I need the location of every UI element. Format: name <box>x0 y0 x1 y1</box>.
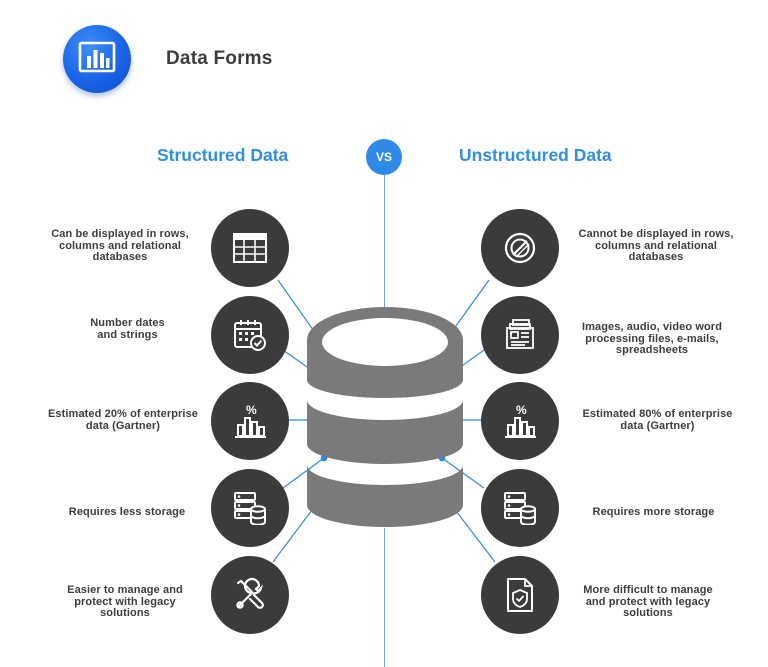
server-database-icon <box>234 492 266 525</box>
documents-stack-icon <box>506 319 534 349</box>
unstructured-item-3-text: Estimated 80% of enterprise data (Gartne… <box>582 408 733 432</box>
vs-badge: VS <box>366 139 402 175</box>
unstructured-item-4-text: Requires more storage <box>592 506 715 518</box>
unstructured-item-1-text: Cannot be displayed in rows, columns and… <box>578 228 734 263</box>
center-divider-bottom <box>384 528 386 667</box>
structured-item-5-icon-circle <box>211 556 289 634</box>
structured-data-title: Structured Data <box>157 145 289 165</box>
percent-bar-chart-icon: % <box>505 403 536 438</box>
page-title: Data Forms <box>166 48 273 69</box>
unstructured-item-5-text: More difficult to manage and protect wit… <box>583 584 713 619</box>
structured-item-4-text: Requires less storage <box>68 506 186 518</box>
table-icon <box>233 233 267 263</box>
structured-item-3-icon-circle: % <box>211 382 289 460</box>
unstructured-item-3-icon-circle: % <box>481 382 559 460</box>
structured-item-5-text: Easier to manage and protect with legacy… <box>67 584 183 619</box>
server-database-icon <box>504 492 536 525</box>
unstructured-item-2-icon-circle <box>481 296 559 374</box>
structured-item-3-text: Estimated 20% of enterprise data (Gartne… <box>47 408 199 432</box>
unstructured-item-2-text: Images, audio, video word processing fil… <box>581 321 723 356</box>
structured-item-2-icon-circle <box>211 296 289 374</box>
structured-item-1-icon-circle <box>211 209 289 287</box>
no-grid-icon <box>504 232 536 264</box>
center-divider-top <box>384 175 386 307</box>
svg-text:%: % <box>516 403 527 417</box>
structured-item-4-icon-circle <box>211 469 289 547</box>
calendar-check-icon <box>234 320 266 351</box>
unstructured-data-title: Unstructured Data <box>459 145 612 165</box>
shield-document-icon <box>507 578 533 612</box>
unstructured-item-4-icon-circle <box>481 469 559 547</box>
unstructured-item-5-icon-circle <box>481 556 559 634</box>
percent-bar-chart-icon: % <box>235 403 266 438</box>
unstructured-item-1-icon-circle <box>481 209 559 287</box>
structured-item-2-text: Number dates and strings <box>90 317 165 341</box>
app-logo <box>63 25 131 93</box>
wrench-screwdriver-icon <box>236 577 264 609</box>
structured-item-1-text: Can be displayed in rows, columns and re… <box>51 228 189 263</box>
bar-chart-icon <box>78 41 116 73</box>
svg-text:%: % <box>246 403 257 417</box>
database-cylinder-icon <box>307 307 463 527</box>
